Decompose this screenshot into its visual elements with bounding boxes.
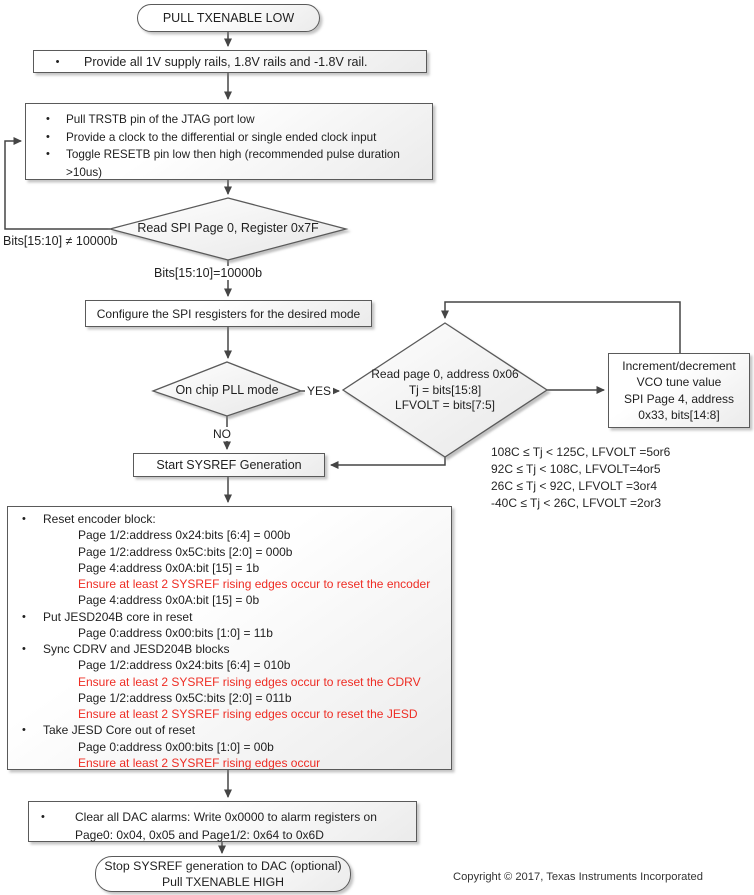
read-spi-decision-shape <box>107 197 349 261</box>
start-sysref-box: Start SYSREF Generation <box>133 453 325 477</box>
yes-label: YES <box>305 384 334 398</box>
alarm-line-1: Clear all DAC alarms: Write 0x0000 to al… <box>29 808 416 826</box>
reset-line-10: Page 1/2:address 0x24:bits [6:4] = 010b <box>78 658 291 673</box>
read-spi-decision-label: Read SPI Page 0, Register 0x7F <box>137 221 319 235</box>
end-terminator: Stop SYSREF generation to DAC (optional)… <box>95 856 351 892</box>
configure-spi-box: Configure the SPI resgisters for the des… <box>85 300 372 327</box>
read-temp-decision-shape <box>341 322 549 458</box>
reset-line-1: Reset encoder block: <box>8 511 451 528</box>
reset-warning-encoder: Ensure at least 2 SYSREF rising edges oc… <box>78 577 431 591</box>
vco-line-1: Increment/decrement <box>622 358 736 373</box>
reset-line-15: Page 0:address 0x00:bits [1:0] = 00b <box>78 739 274 754</box>
vco-line-2: VCO tune value <box>636 375 722 389</box>
clear-alarms-box: Clear all DAC alarms: Write 0x0000 to al… <box>28 801 417 842</box>
vco-tune-box: Increment/decrement VCO tune value SPI P… <box>608 353 750 428</box>
alarm-line-2: Page0: 0x04, 0x05 and Page1/2: 0x64 to 0… <box>75 828 324 842</box>
bullet-icon: • <box>46 113 50 125</box>
wire-readspi-loop <box>4 137 110 230</box>
no-label: NO <box>211 427 233 441</box>
bits-eq-label: Bits[15:10]=10000b <box>152 266 265 280</box>
reset-line-14: Take JESD Core out of reset <box>8 722 451 739</box>
bullet-icon: • <box>46 130 50 143</box>
reset-line-7: Put JESD204B core in reset <box>8 609 451 626</box>
supply-rails-box: • Provide all 1V supply rails, 1.8V rail… <box>33 50 427 73</box>
bits-neq-label: Bits[15:10] ≠ 10000b <box>3 234 118 248</box>
read-temp-line-1: Read page 0, address 0x06 <box>371 367 519 381</box>
lfvolt-line-1: 108C ≤ Tj < 125C, LFVOLT =5or6 <box>491 445 671 459</box>
reset-line-3: Page 1/2:address 0x5C:bits [2:0] = 000b <box>78 544 293 559</box>
reset-line-4: Page 4:address 0x0A:bit [15] = 1b <box>78 560 260 575</box>
supply-rails-text: Provide all 1V supply rails, 1.8V rails … <box>84 54 368 69</box>
read-temp-decision-label: Read page 0, address 0x06 Tj = bits[15:8… <box>345 367 545 414</box>
start-terminator: PULL TXENABLE LOW <box>137 4 320 32</box>
reset-line-2: Page 1/2:address 0x24:bits [6:4] = 000b <box>78 528 291 543</box>
init-steps-box: • Pull TRSTB pin of the JTAG port low • … <box>25 103 433 180</box>
reset-warning-cdrv: Ensure at least 2 SYSREF rising edges oc… <box>78 674 421 689</box>
bullet-icon: • <box>46 148 50 161</box>
vco-line-4: 0x33, bits[14:8] <box>638 408 720 422</box>
copyright-text: Copyright © 2017, Texas Instruments Inco… <box>453 871 703 883</box>
end-line-1: Stop SYSREF generation to DAC (optional) <box>104 859 342 873</box>
reset-line-12: Page 1/2:address 0x5C:bits [2:0] = 011b <box>78 690 292 705</box>
wire-readpage-to-sysref <box>330 457 446 469</box>
reset-sequence-box: Reset encoder block: Page 1/2:address 0x… <box>7 506 452 770</box>
reset-line-9: Sync CDRV and JESD204B blocks <box>8 641 451 658</box>
reset-warning-jesd: Ensure at least 2 SYSREF rising edges oc… <box>78 707 418 721</box>
init-step-2: Provide a clock to the differential or s… <box>66 130 377 144</box>
init-step-3: Toggle RESETB pin low then high (recomme… <box>66 148 400 162</box>
reset-warning-sysref: Ensure at least 2 SYSREF rising edges oc… <box>78 755 321 770</box>
reset-line-8: Page 0:address 0x00:bits [1:0] = 11b <box>78 625 273 640</box>
init-step-1: Pull TRSTB pin of the JTAG port low <box>66 113 255 126</box>
wire-vco-loop <box>441 301 681 353</box>
lfvolt-line-2: 92C ≤ Tj < 108C, LFVOLT=4or5 <box>491 462 661 476</box>
init-step-3-cont: >10us) <box>66 165 103 179</box>
vco-line-3: SPI Page 4, address <box>623 391 735 406</box>
read-temp-line-2: Tj = bits[15:8] <box>408 382 482 397</box>
reset-line-6: Page 4:address 0x0A:bit [15] = 0b <box>78 593 260 608</box>
end-line-2: Pull TXENABLE HIGH <box>161 875 285 889</box>
start-label: PULL TXENABLE LOW <box>162 11 295 25</box>
pll-mode-decision-shape <box>151 361 303 417</box>
lfvolt-table: 108C ≤ Tj < 125C, LFVOLT =5or6 92C ≤ Tj … <box>491 444 670 512</box>
lfvolt-line-3: 26C ≤ Tj < 92C, LFVOLT =3or4 <box>491 479 658 493</box>
pll-mode-decision-label: On chip PLL mode <box>175 383 279 397</box>
bullet-icon: • <box>55 55 60 68</box>
read-temp-line-3: LFVOLT = bits[7:5] <box>395 398 495 412</box>
lfvolt-line-4: -40C ≤ Tj < 26C, LFVOLT =2or3 <box>491 496 661 510</box>
